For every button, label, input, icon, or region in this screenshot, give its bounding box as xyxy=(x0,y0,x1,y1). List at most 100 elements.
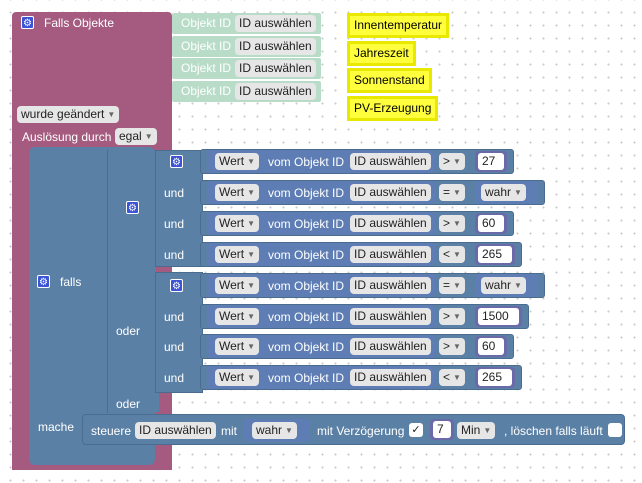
delay-unit-dropdown[interactable]: Min▼ xyxy=(457,422,496,439)
and-label: und xyxy=(164,248,185,262)
object-id-picker[interactable]: ID auswählen xyxy=(350,184,431,201)
value-type-dropdown[interactable]: Wert▼ xyxy=(215,246,260,263)
delay-value-block[interactable]: 7 xyxy=(430,419,454,440)
object-id-picker[interactable]: ID auswählen xyxy=(235,38,316,55)
control-with-label: mit xyxy=(221,424,237,438)
if-falls-label: falls xyxy=(60,275,82,289)
value-type-dropdown[interactable]: Wert▼ xyxy=(215,215,260,232)
rhs-value-block[interactable]: 265 xyxy=(475,244,515,265)
rhs-value-block[interactable]: 60 xyxy=(475,213,507,234)
operator-dropdown[interactable]: >▼ xyxy=(439,153,465,170)
chevron-down-icon: ▼ xyxy=(247,219,256,229)
rhs-value-block[interactable]: 60 xyxy=(475,336,507,357)
rhs-value-block[interactable]: 265 xyxy=(475,367,515,388)
value-type-dropdown[interactable]: Wert▼ xyxy=(215,277,260,294)
chevron-down-icon: ▼ xyxy=(247,188,256,198)
and-label: und xyxy=(164,217,185,231)
object-id-picker[interactable]: ID auswählen xyxy=(350,338,431,355)
control-prefix-label: steuere xyxy=(91,424,132,438)
boolean-dropdown[interactable]: wahr▼ xyxy=(481,277,526,294)
and-label: und xyxy=(164,310,185,324)
clear-checkbox[interactable] xyxy=(608,423,622,437)
object-row[interactable]: Objekt ID ID auswählen xyxy=(172,81,321,102)
or-gear-icon[interactable]: ⚙ xyxy=(126,201,139,214)
chevron-down-icon: ▼ xyxy=(247,250,256,260)
trigger-gear-icon[interactable]: ⚙ xyxy=(21,16,34,29)
clear-label: , löschen falls läuft xyxy=(504,424,603,438)
chevron-down-icon: ▼ xyxy=(514,188,522,198)
object-row[interactable]: Objekt ID ID auswählen xyxy=(172,36,321,57)
operator-dropdown[interactable]: <▼ xyxy=(439,246,465,263)
logic-or-block[interactable] xyxy=(107,150,156,413)
logic-and-block[interactable] xyxy=(155,150,203,267)
object-id-picker[interactable]: ID auswählen xyxy=(350,153,431,170)
object-id-picker[interactable]: ID auswählen xyxy=(350,215,431,232)
trigger-header-label: Falls Objekte xyxy=(44,16,115,30)
and-gear-icon[interactable]: ⚙ xyxy=(170,155,183,168)
value-type-dropdown[interactable]: Wert▼ xyxy=(215,338,260,355)
from-object-label: vom Objekt ID xyxy=(268,217,345,231)
and-label: und xyxy=(164,371,185,385)
logic-and-block[interactable] xyxy=(155,272,203,393)
change-mode-dropdown[interactable]: wurde geändert▼ xyxy=(17,106,120,123)
object-id-picker[interactable]: ID auswählen xyxy=(350,246,431,263)
value-type-dropdown[interactable]: Wert▼ xyxy=(215,153,260,170)
chevron-down-icon: ▼ xyxy=(453,188,461,198)
boolean-dropdown[interactable]: wahr▼ xyxy=(252,422,297,439)
if-gear-icon[interactable]: ⚙ xyxy=(37,275,50,288)
ack-dropdown[interactable]: egal▼ xyxy=(115,128,157,145)
operator-dropdown[interactable]: >▼ xyxy=(439,338,465,355)
chevron-down-icon: ▼ xyxy=(453,281,461,291)
or-label-2: oder xyxy=(116,397,141,411)
chevron-down-icon: ▼ xyxy=(453,312,461,322)
comment-note[interactable]: Innentemperatur xyxy=(347,13,450,38)
object-id-picker[interactable]: ID auswählen xyxy=(235,83,316,100)
operator-dropdown[interactable]: =▼ xyxy=(439,184,465,201)
boolean-dropdown[interactable]: wahr▼ xyxy=(481,184,526,201)
object-row[interactable]: Objekt ID ID auswählen xyxy=(172,13,321,34)
chevron-down-icon: ▼ xyxy=(453,342,461,352)
chevron-down-icon: ▼ xyxy=(247,281,256,291)
chevron-down-icon: ▼ xyxy=(285,426,293,436)
chevron-down-icon: ▼ xyxy=(453,219,461,229)
delay-label: mit Verzögerung xyxy=(317,424,405,438)
and-gear-icon[interactable]: ⚙ xyxy=(170,279,183,292)
value-type-dropdown[interactable]: Wert▼ xyxy=(215,184,260,201)
chevron-down-icon: ▼ xyxy=(144,132,153,142)
from-object-label: vom Objekt ID xyxy=(268,186,345,200)
object-id-picker[interactable]: ID auswählen xyxy=(135,422,216,439)
and-label: und xyxy=(164,340,185,354)
delay-checkbox[interactable]: ✓ xyxy=(409,423,423,437)
operator-dropdown[interactable]: >▼ xyxy=(439,308,465,325)
object-id-picker[interactable]: ID auswählen xyxy=(235,15,316,32)
object-id-picker[interactable]: ID auswählen xyxy=(350,369,431,386)
rhs-value-block[interactable]: 27 xyxy=(475,151,507,172)
if-mache-label: mache xyxy=(38,420,75,434)
operator-dropdown[interactable]: <▼ xyxy=(439,369,465,386)
comment-note[interactable]: Jahreszeit xyxy=(347,41,416,66)
rhs-value-block[interactable]: 1500 xyxy=(475,306,522,327)
value-type-dropdown[interactable]: Wert▼ xyxy=(215,308,260,325)
and-label: und xyxy=(164,186,185,200)
object-id-picker[interactable]: ID auswählen xyxy=(350,277,431,294)
chevron-down-icon: ▼ xyxy=(247,312,256,322)
from-object-label: vom Objekt ID xyxy=(268,371,345,385)
chevron-down-icon: ▼ xyxy=(453,250,461,260)
value-type-dropdown[interactable]: Wert▼ xyxy=(215,369,260,386)
object-id-picker[interactable]: ID auswählen xyxy=(235,60,316,77)
from-object-label: vom Objekt ID xyxy=(268,279,345,293)
or-label-1: oder xyxy=(116,324,141,338)
comment-note[interactable]: Sonnenstand xyxy=(347,68,432,93)
object-row[interactable]: Objekt ID ID auswählen xyxy=(172,58,321,79)
operator-dropdown[interactable]: =▼ xyxy=(439,277,465,294)
from-object-label: vom Objekt ID xyxy=(268,340,345,354)
object-id-picker[interactable]: ID auswählen xyxy=(350,308,431,325)
chevron-down-icon: ▼ xyxy=(514,281,522,291)
chevron-down-icon: ▼ xyxy=(247,342,256,352)
operator-dropdown[interactable]: >▼ xyxy=(439,215,465,232)
from-object-label: vom Objekt ID xyxy=(268,155,345,169)
chevron-down-icon: ▼ xyxy=(107,110,116,120)
ack-label: Auslösung durch xyxy=(22,130,112,144)
comment-note[interactable]: PV-Erzeugung xyxy=(347,96,439,121)
from-object-label: vom Objekt ID xyxy=(268,248,345,262)
